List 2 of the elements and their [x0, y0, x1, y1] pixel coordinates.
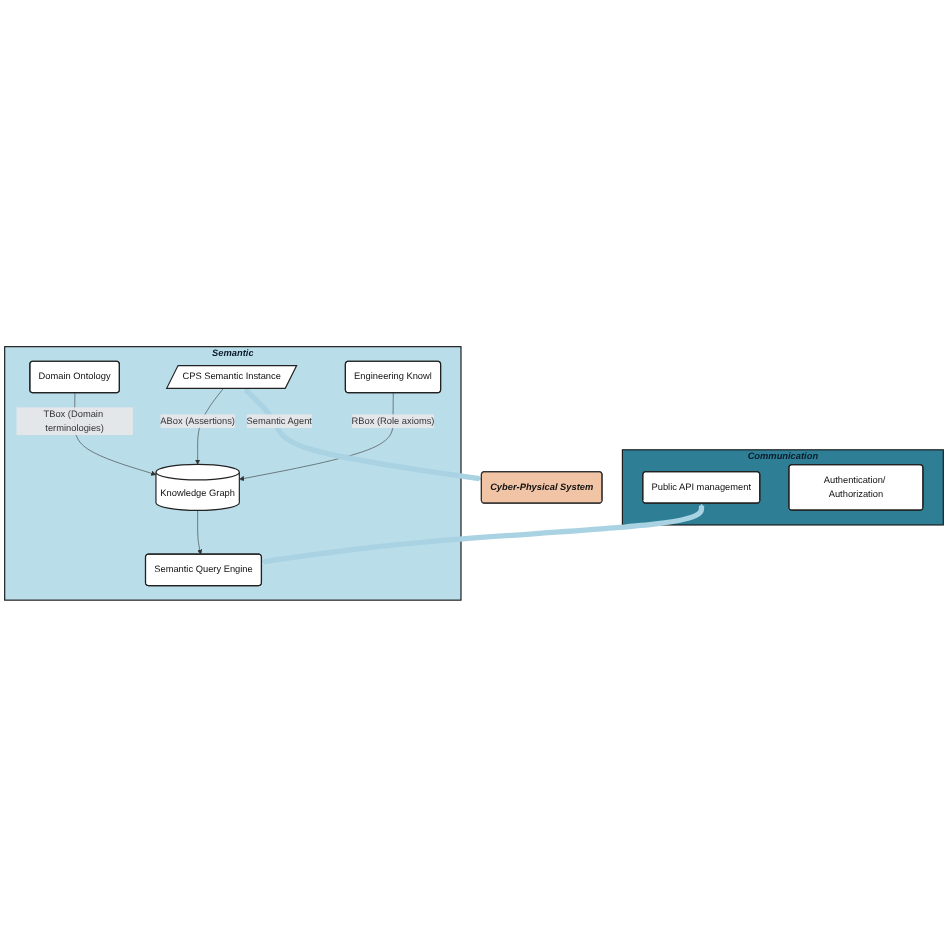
- arrow: [244, 388, 482, 482]
- arrow: [261, 504, 705, 565]
